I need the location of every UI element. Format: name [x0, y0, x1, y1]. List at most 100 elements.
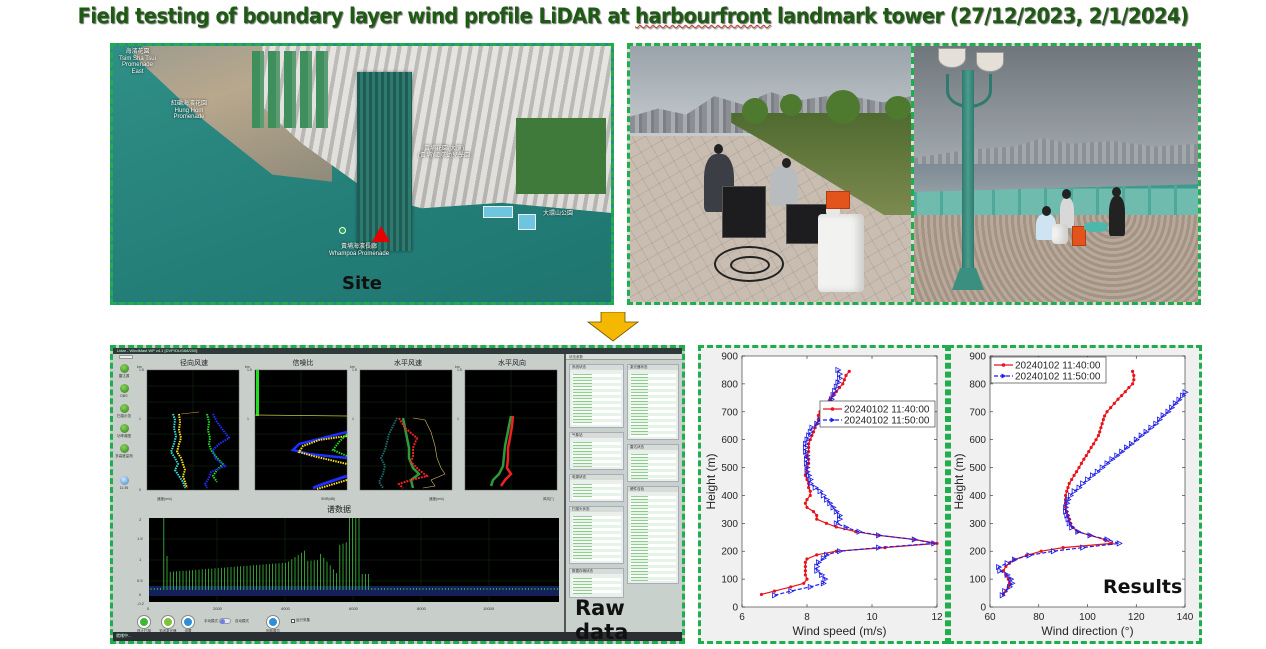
svg-text:速度(m/s): 速度(m/s) — [429, 496, 444, 501]
photo-divider — [911, 46, 914, 302]
svg-text:400: 400 — [721, 491, 738, 502]
mode-toggle[interactable] — [219, 618, 231, 624]
svg-text:km: km — [455, 365, 460, 369]
svg-text:20240102 11:40:00: 20240102 11:40:00 — [844, 405, 930, 416]
raw-data-label: Raw data — [575, 596, 629, 644]
swimming-pool — [518, 214, 536, 230]
site-marker-icon — [372, 226, 390, 242]
dbs-icon — [119, 384, 129, 393]
title-prefix: Field testing of boundary layer wind pro… — [77, 4, 636, 28]
y-tick: 1.5 — [352, 368, 357, 372]
manual-mode-label: 手动模式 — [204, 619, 218, 623]
page-title: Field testing of boundary layer wind pro… — [44, 4, 1221, 28]
status-group: 气象站 — [569, 432, 624, 470]
status-group: 硬件自检 — [627, 486, 679, 584]
checkbox-icon — [291, 618, 295, 623]
multi-height-icon — [119, 444, 129, 453]
run-acquisition-checkbox[interactable]: 运行采集 — [291, 618, 310, 623]
auto-mode-label: 自动模式 — [235, 619, 249, 623]
photo-lamp-post-site — [914, 46, 1198, 302]
svg-text:0: 0 — [147, 606, 150, 611]
settings-button[interactable]: 设置 — [182, 616, 194, 634]
status-group: 系统状态 — [569, 364, 624, 428]
svg-text:400: 400 — [969, 491, 986, 502]
svg-text:2000: 2000 — [213, 606, 223, 611]
svg-text:Height (m): Height (m) — [952, 453, 966, 509]
stop-icon — [138, 616, 150, 628]
spectrum-icon — [119, 424, 129, 433]
raw-data-panel: Lidar - WindMast WP v4.1 [DVP/DU/168/200… — [110, 345, 685, 644]
svg-text:SNR(dB): SNR(dB) — [321, 497, 335, 501]
globe-icon — [119, 476, 129, 485]
map-label: 黃埔花園(大廈)(黃埔)國際幼兒學園 — [418, 146, 470, 159]
svg-text:700: 700 — [969, 407, 986, 418]
svg-text:700: 700 — [721, 407, 738, 418]
svg-text:500: 500 — [969, 463, 986, 474]
title-underlined-word: harbourfront — [635, 4, 771, 28]
status-parameters-panel: 状态参数 系统状态 激光器状态 气象站 雷达状态 电源状态 扫描头状态 硬件自检… — [564, 354, 682, 636]
laser-icon — [161, 616, 174, 628]
y-tick: 1 — [457, 417, 459, 421]
close-laser-button[interactable]: 关闭激光器 — [159, 616, 177, 634]
sidebar-button-dbs[interactable]: DBS — [117, 384, 131, 398]
svg-text:km: km — [350, 365, 355, 369]
return-home-button[interactable]: 回到原位 — [266, 616, 280, 634]
svg-text:速度(m/s): 速度(m/s) — [157, 496, 172, 501]
swimming-pool — [483, 206, 513, 218]
svg-text:0: 0 — [732, 603, 738, 614]
svg-text:500: 500 — [721, 463, 738, 474]
sidebar-button-radar-source[interactable]: 雷达源 — [117, 364, 131, 379]
status-group: 数据存储状态 — [569, 568, 624, 598]
field-photos-panel — [627, 43, 1201, 305]
svg-text:600: 600 — [969, 435, 986, 446]
svg-text:80: 80 — [1033, 612, 1045, 623]
svg-text:4000: 4000 — [281, 606, 291, 611]
svg-text:km: km — [137, 365, 142, 369]
status-panel-header: 状态参数 — [566, 354, 682, 360]
svg-text:800: 800 — [969, 379, 986, 390]
scan-icon — [119, 404, 129, 413]
plot-title-snr: 信噪比 — [292, 359, 314, 367]
svg-text:Height (m): Height (m) — [704, 453, 718, 509]
svg-text:100: 100 — [1079, 612, 1096, 623]
svg-text:600: 600 — [721, 435, 738, 446]
svg-text:km: km — [245, 365, 250, 369]
svg-text:20240102 11:40:00: 20240102 11:40:00 — [1015, 361, 1101, 372]
software-statusbar: 就绪中... — [113, 632, 682, 641]
status-group: 激光器状态 — [627, 364, 679, 440]
svg-text:6000: 6000 — [349, 606, 359, 611]
down-arrow-icon — [586, 312, 640, 342]
svg-text:0: 0 — [980, 603, 986, 614]
site-label: Site — [342, 273, 382, 294]
svg-text:900: 900 — [721, 352, 738, 363]
software-titlebar: Lidar - WindMast WP v4.1 [DVP/DU/168/200… — [113, 348, 682, 354]
svg-text:Wind direction (°): Wind direction (°) — [1041, 624, 1133, 638]
radar-icon — [119, 364, 129, 373]
status-group: 扫描头状态 — [569, 506, 624, 564]
svg-text:0: 0 — [139, 592, 142, 597]
svg-text:Wind speed (m/s): Wind speed (m/s) — [792, 624, 886, 638]
lamp-post — [962, 70, 974, 280]
sidebar-clock: 11:35 — [117, 476, 131, 490]
results-label: Results — [1103, 576, 1183, 598]
svg-text:120: 120 — [1128, 612, 1145, 623]
svg-text:8: 8 — [804, 612, 810, 623]
location-pin-icon — [339, 227, 346, 234]
svg-text:2: 2 — [139, 517, 142, 522]
svg-text:8000: 8000 — [417, 606, 427, 611]
stop-scan-button[interactable]: 停止扫描 — [137, 616, 151, 634]
y-tick: 1.5 — [247, 368, 252, 372]
sidebar-button-scan-demo[interactable]: 扫描示范 — [117, 404, 131, 419]
y-tick: 1.5 — [139, 368, 144, 372]
sidebar-button-multi-height[interactable]: 多高度监测 — [115, 444, 133, 459]
spectrum-plot: 2 1.5 1 0.5 0 -0.2 0 2000 4000 6000 8000… — [137, 517, 559, 611]
sidebar-button-spectrum[interactable]: 功率谱图 — [117, 424, 131, 439]
plot-title-horizontal-direction: 水平风向 — [498, 359, 526, 367]
y-tick: 0 — [139, 488, 141, 492]
software-tab[interactable] — [119, 355, 133, 359]
